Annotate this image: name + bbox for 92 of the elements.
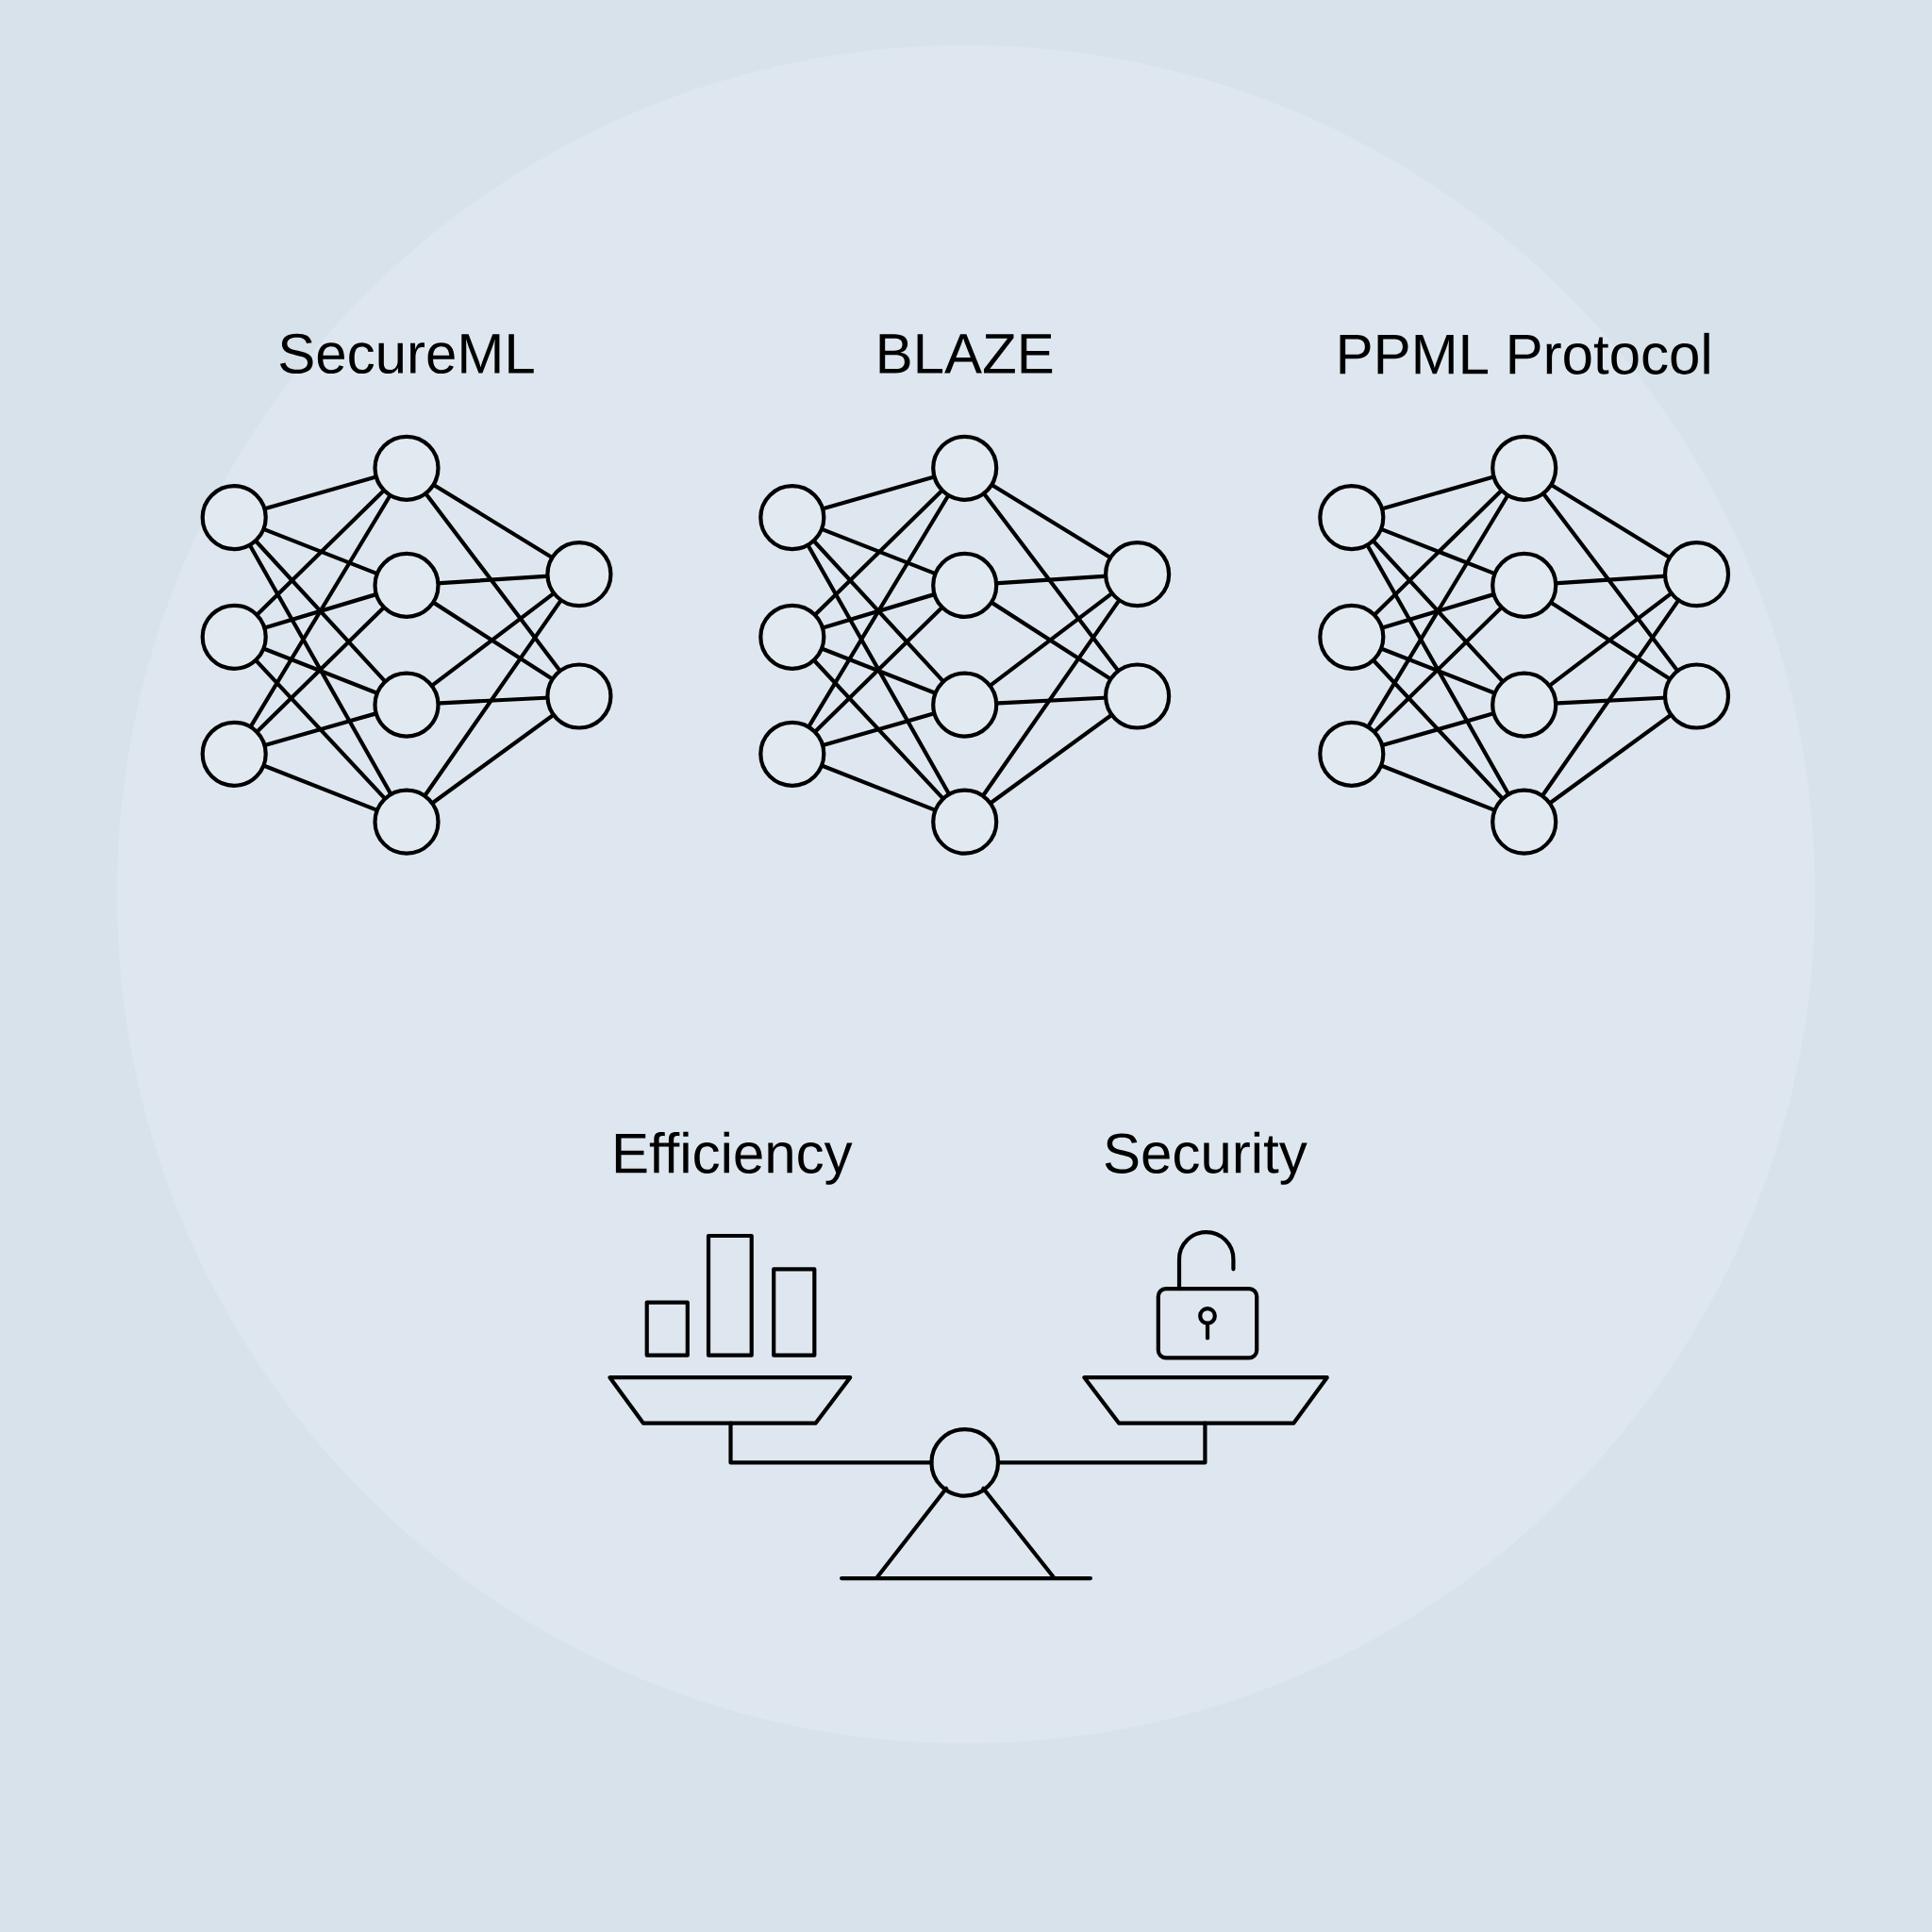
neuron-circle [931, 551, 999, 619]
title-text: PPML Protocol [1340, 332, 1709, 375]
connection-line [431, 592, 555, 687]
neuron-circle [1491, 551, 1558, 619]
connection-line [822, 592, 935, 630]
connection-line [822, 475, 935, 510]
connection-line [990, 592, 1113, 687]
neuron-circle [373, 788, 441, 856]
neuron-circle [1491, 788, 1558, 856]
connection-line [264, 711, 376, 747]
neuron-circle [758, 720, 826, 788]
connection-line [1550, 601, 1671, 680]
connection-line [263, 764, 377, 812]
connection-line [264, 475, 376, 510]
neuron-circle [1491, 671, 1558, 739]
connection-line [255, 540, 386, 682]
connection-line [1374, 490, 1503, 616]
connection-line [256, 607, 385, 733]
connection-line [1541, 599, 1680, 797]
connection-line [821, 527, 936, 575]
neuron-circle [200, 720, 268, 788]
connection-line [991, 601, 1111, 680]
neuron-circle [200, 484, 268, 552]
connection-line [1380, 647, 1495, 695]
title-text: Security [1105, 1131, 1307, 1185]
neuron-circle [758, 484, 826, 552]
connection-line [433, 483, 553, 559]
connection-line [822, 711, 935, 747]
neuron-circle [1318, 720, 1386, 788]
connection-line [1374, 607, 1503, 733]
title-text: Efficiency [615, 1131, 853, 1185]
connection-line [990, 713, 1112, 805]
connection-line [1549, 592, 1673, 687]
connection-line [996, 574, 1107, 586]
neuron-circle [545, 541, 613, 608]
neuron-circle [1104, 662, 1172, 730]
neuron-circle [200, 603, 268, 671]
connection-line [991, 483, 1111, 559]
neuron-circle [1662, 662, 1731, 730]
connection-line [424, 599, 562, 797]
neuron-circle [1491, 434, 1558, 502]
connection-line [256, 490, 385, 616]
connection-line [438, 574, 548, 586]
title-text: SecureML [280, 333, 534, 375]
connection-line [263, 527, 377, 575]
connection-line [432, 601, 554, 680]
connection-line [981, 599, 1121, 797]
neuron-circle [758, 603, 826, 671]
connection-line [813, 659, 944, 800]
connection-line [1381, 475, 1494, 510]
connection-line [1542, 492, 1679, 672]
connection-line [1556, 695, 1666, 706]
connection-line [1367, 494, 1509, 727]
connection-line [425, 492, 561, 672]
neuron-circle [373, 551, 441, 619]
connection-line [1381, 592, 1494, 630]
connection-line [814, 490, 943, 616]
connection-line [1549, 713, 1672, 805]
connection-line [812, 540, 944, 682]
connection-line [431, 713, 555, 805]
connection-line [1381, 711, 1494, 747]
connection-line [1550, 483, 1671, 559]
connection-line [1372, 540, 1504, 682]
connection-line [1556, 574, 1666, 586]
connection-line [814, 607, 943, 733]
connection-line [263, 647, 377, 695]
connection-line [1380, 527, 1495, 575]
neuron-circle [1104, 541, 1172, 608]
connection-line [807, 544, 951, 795]
connection-line [264, 592, 376, 630]
neuron-circle [1318, 484, 1386, 552]
neuron-circle [373, 671, 441, 739]
connection-line [1373, 659, 1504, 800]
neuron-circle [1662, 541, 1731, 608]
connection-line [808, 494, 950, 727]
connection-line [249, 494, 391, 727]
neuron-circle [545, 662, 613, 730]
neuron-circle [931, 671, 999, 739]
connection-line [438, 695, 548, 706]
title-text: BLAZE [879, 334, 1053, 374]
connection-line [996, 695, 1107, 706]
neuron-circle [931, 434, 999, 502]
connection-line [821, 764, 936, 812]
connection-line [821, 647, 936, 695]
connection-line [1380, 764, 1495, 812]
connection-line [983, 492, 1120, 672]
neuron-circle [931, 788, 999, 856]
neuron-circle [373, 434, 441, 502]
connection-line [248, 544, 392, 795]
connection-line [1366, 544, 1510, 795]
connection-line [255, 659, 386, 800]
neuron-circle [1318, 603, 1386, 671]
